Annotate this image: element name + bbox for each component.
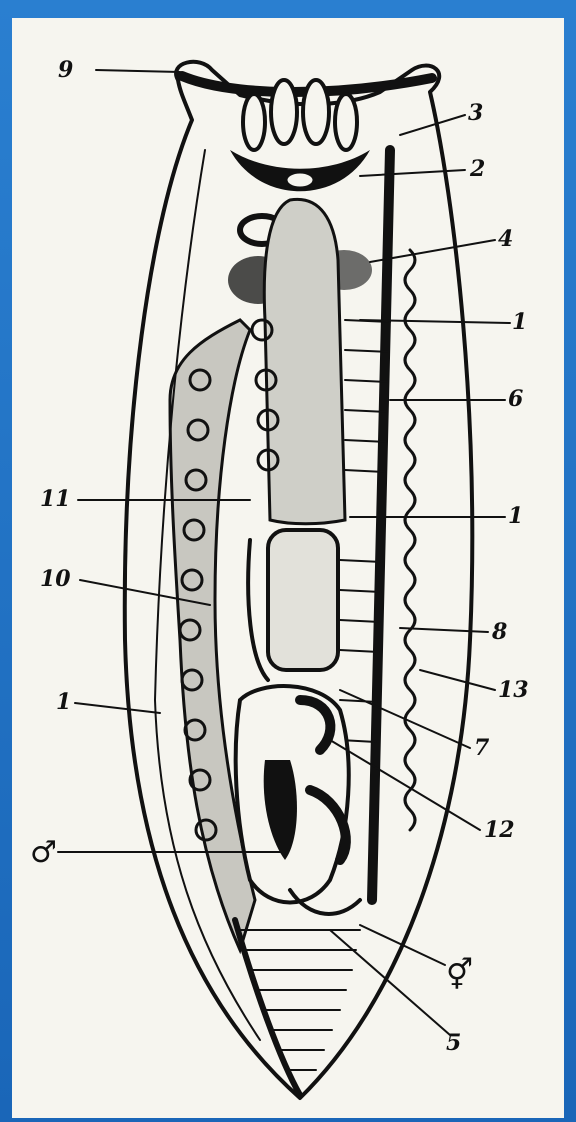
label-1-lower: 1 (56, 689, 71, 715)
label-5: 5 (446, 1030, 461, 1056)
label-12: 12 (484, 817, 515, 843)
label-10: 10 (40, 566, 71, 592)
label-11: 11 (40, 486, 71, 512)
label-9: 9 (58, 57, 73, 83)
label-2: 2 (469, 156, 485, 182)
copulatory-apparatus (236, 686, 360, 914)
label-7: 7 (474, 735, 490, 761)
hermaphrodite-symbol-label: ⚥ (446, 957, 473, 993)
right-nerve-cord (372, 150, 390, 900)
label-8: 8 (491, 619, 507, 645)
label-4: 4 (498, 226, 513, 252)
male-symbol-label: ♂ (30, 835, 57, 870)
central-gut (264, 199, 345, 523)
pharynx (268, 530, 338, 670)
label-3: 3 (468, 100, 483, 126)
label-1-upper: 1 (512, 309, 527, 335)
right-lateral-canal (405, 250, 415, 830)
label-13: 13 (498, 677, 529, 703)
label-6: 6 (508, 386, 523, 412)
label-1-middle: 1 (508, 503, 523, 529)
